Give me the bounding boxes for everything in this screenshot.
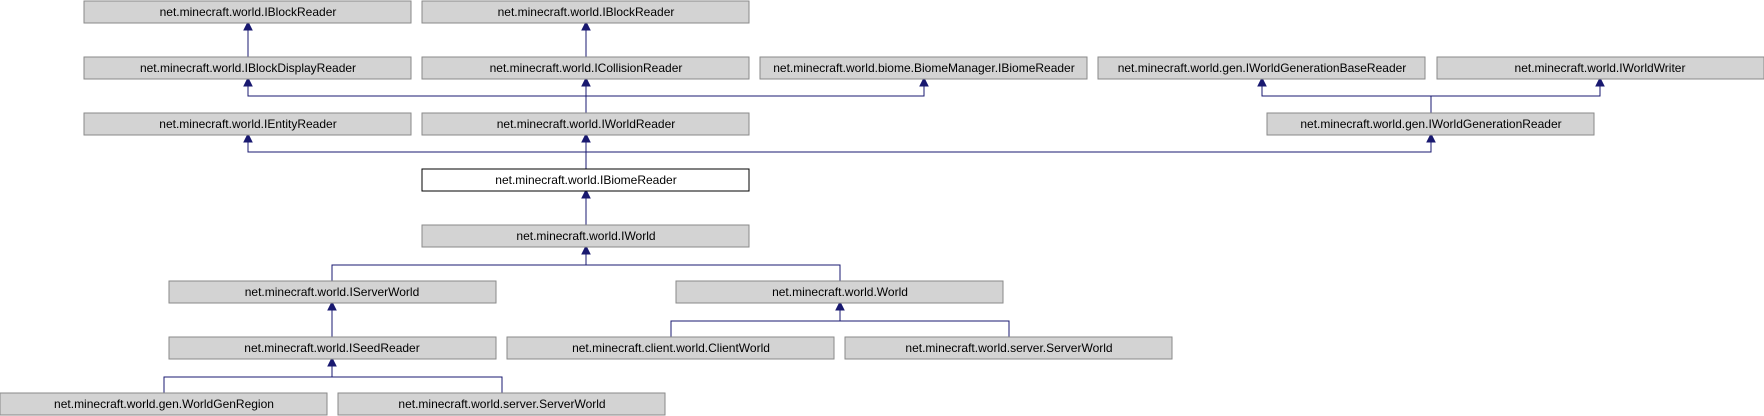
node-label: net.minecraft.world.IServerWorld	[245, 285, 420, 299]
edge-worldreader-to-blockdisplayreader	[247, 86, 587, 113]
node-iworldwriter[interactable]: net.minecraft.world.IWorldWriter	[1436, 56, 1764, 80]
arrowhead	[243, 132, 253, 143]
node-iworldgenerationbasereader[interactable]: net.minecraft.world.gen.IWorldGeneration…	[1097, 56, 1426, 80]
node-label: net.minecraft.world.gen.IWorldGeneration…	[1300, 117, 1561, 131]
arrowhead	[581, 76, 591, 87]
arrowhead	[581, 132, 591, 143]
node-ientityreader[interactable]: net.minecraft.world.IEntityReader	[83, 112, 412, 136]
node-serverworld[interactable]: net.minecraft.world.server.ServerWorld	[844, 336, 1173, 360]
arrowhead	[581, 188, 591, 199]
node-label: net.minecraft.world.server.ServerWorld	[905, 341, 1112, 355]
edge-biomereader-to-worldgenreader	[586, 142, 1432, 153]
arrowhead	[919, 76, 929, 87]
arrowheads	[243, 20, 1605, 367]
node-ibiomereader-current: net.minecraft.world.IBiomeReader	[421, 168, 750, 192]
node-label: net.minecraft.client.world.ClientWorld	[572, 341, 770, 355]
arrowhead	[243, 76, 253, 87]
arrowhead	[1595, 76, 1605, 87]
node-label: net.minecraft.world.gen.WorldGenRegion	[54, 397, 274, 411]
edge-worldreader-to-biomemanager-biomereader	[586, 86, 925, 97]
node-label: net.minecraft.world.IBlockReader	[498, 5, 675, 19]
node-label: net.minecraft.world.server.ServerWorld	[398, 397, 605, 411]
node-label: net.minecraft.world.IWorldReader	[497, 117, 676, 131]
node-label: net.minecraft.world.IWorldWriter	[1515, 61, 1686, 75]
edges	[163, 30, 1601, 393]
arrowhead	[835, 300, 845, 311]
node-label: net.minecraft.world.gen.IWorldGeneration…	[1118, 61, 1407, 75]
node-label: net.minecraft.world.IBlockReader	[160, 5, 337, 19]
edge-worldgenreader-to-worldgenbasereader	[1261, 86, 1432, 113]
node-label: net.minecraft.world.IEntityReader	[159, 117, 336, 131]
edge-serverworldiface-to-iworld	[331, 264, 841, 281]
node-icollisionreader[interactable]: net.minecraft.world.ICollisionReader	[421, 56, 750, 80]
node-label: net.minecraft.world.IBiomeReader	[495, 173, 676, 187]
arrowhead	[581, 244, 591, 255]
edge-worldgenreader-to-worldwriter	[1431, 86, 1601, 97]
node-iseedreader[interactable]: net.minecraft.world.ISeedReader	[168, 336, 497, 360]
node-label: net.minecraft.world.ICollisionReader	[490, 61, 683, 75]
arrowhead	[1257, 76, 1267, 87]
node-biomemanager-ibiomereader[interactable]: net.minecraft.world.biome.BiomeManager.I…	[759, 56, 1088, 80]
node-iserverworld[interactable]: net.minecraft.world.IServerWorld	[168, 280, 497, 304]
arrowhead	[1426, 132, 1436, 143]
node-label: net.minecraft.world.World	[772, 285, 908, 299]
arrowhead	[243, 20, 253, 31]
arrowhead	[327, 300, 337, 311]
node-label: net.minecraft.world.IBlockDisplayReader	[140, 61, 356, 75]
arrowhead	[327, 356, 337, 367]
node-iworldgenerationreader[interactable]: net.minecraft.world.gen.IWorldGeneration…	[1266, 112, 1595, 136]
node-serverworld[interactable]: net.minecraft.world.server.ServerWorld	[337, 392, 666, 416]
node-iblockdisplayreader[interactable]: net.minecraft.world.IBlockDisplayReader	[83, 56, 412, 80]
node-iworldreader[interactable]: net.minecraft.world.IWorldReader	[421, 112, 750, 136]
edge-worldgenregion-to-seedreader	[163, 376, 503, 393]
node-world[interactable]: net.minecraft.world.World	[675, 280, 1004, 304]
node-label: net.minecraft.world.biome.BiomeManager.I…	[773, 61, 1074, 75]
node-clientworld[interactable]: net.minecraft.client.world.ClientWorld	[506, 336, 835, 360]
arrowhead	[581, 20, 591, 31]
node-iblockreader[interactable]: net.minecraft.world.IBlockReader	[83, 0, 412, 24]
node-iblockreader[interactable]: net.minecraft.world.IBlockReader	[421, 0, 750, 24]
node-worldgenregion[interactable]: net.minecraft.world.gen.WorldGenRegion	[0, 392, 328, 416]
node-label: net.minecraft.world.ISeedReader	[244, 341, 419, 355]
edge-clientworld-to-world	[670, 320, 1010, 337]
node-label: net.minecraft.world.IWorld	[516, 229, 655, 243]
edge-biomereader-to-entityreader	[247, 142, 587, 169]
node-iworld[interactable]: net.minecraft.world.IWorld	[421, 224, 750, 248]
